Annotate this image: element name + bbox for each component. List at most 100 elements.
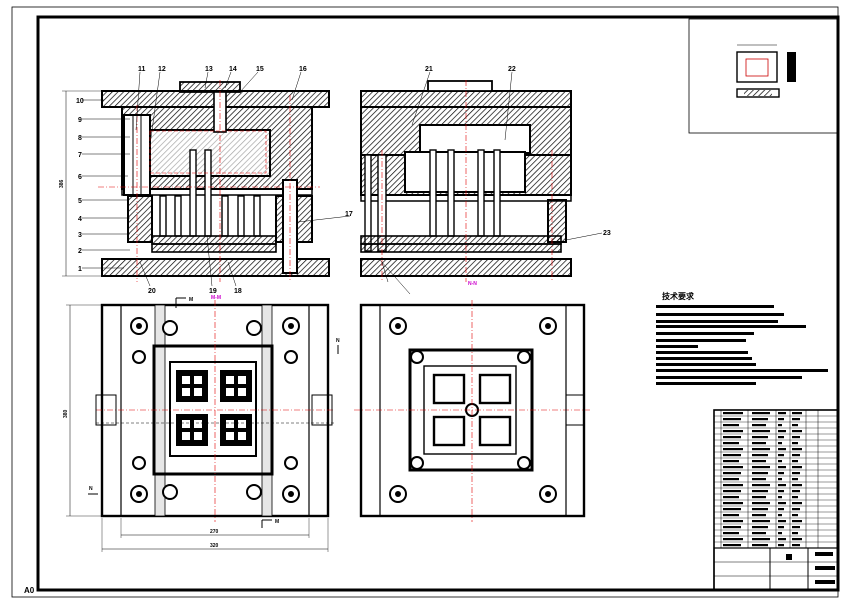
parts-list-cell-text xyxy=(792,442,798,445)
parts-list-cell-text xyxy=(723,454,741,457)
parts-list-cell-text xyxy=(752,424,766,427)
parts-list-cell-text xyxy=(792,526,800,529)
parts-list-cell-text xyxy=(792,460,798,463)
parts-list-cell-text xyxy=(792,454,800,457)
parts-list-cell-text xyxy=(778,496,782,499)
parts-list-cell-text xyxy=(723,544,741,547)
part-number: 10 xyxy=(76,98,84,105)
parts-list-cell-text xyxy=(778,442,782,445)
part-number: 5 xyxy=(78,198,82,205)
parts-list-cell-text xyxy=(752,484,770,487)
plan-outer-width-dim: 320 xyxy=(210,543,219,549)
parts-list-cell-text xyxy=(752,448,770,451)
plan-view-labels: 380 270 320 M M N N xyxy=(63,297,340,549)
parts-list-cell-text xyxy=(752,538,770,541)
parts-list-cell-text xyxy=(778,436,784,439)
part-number: 7 xyxy=(78,152,82,159)
parts-list-cell-text xyxy=(723,466,743,469)
part-number: 14 xyxy=(229,66,237,73)
parts-list-cell-text xyxy=(778,520,786,523)
parts-list-cell-text xyxy=(778,478,782,481)
parts-list-cell-text xyxy=(792,412,802,415)
part-number: 4 xyxy=(78,216,82,223)
sheet-inner-border xyxy=(36,15,840,592)
parts-list-cell-text xyxy=(723,472,741,475)
part-number: 15 xyxy=(256,66,264,73)
thumbnail-view xyxy=(688,18,838,134)
part-number: 9 xyxy=(78,117,82,124)
part-number: 6 xyxy=(78,174,82,181)
parts-list-cell-text xyxy=(778,502,786,505)
sheet-size-label: A0 xyxy=(24,586,35,595)
parts-list-cell-text xyxy=(752,496,766,499)
parts-list-cell-text xyxy=(723,448,743,451)
parts-list-cell-text xyxy=(792,496,798,499)
parts-list-cell-text xyxy=(778,514,782,517)
cut-label: N xyxy=(89,486,93,492)
parts-list-cell-text xyxy=(752,466,770,469)
parts-list-cell-text xyxy=(752,520,770,523)
parts-list-cell-text xyxy=(723,496,739,499)
parts-list-cell-text xyxy=(723,436,741,439)
section-label: N-N xyxy=(468,281,477,287)
parts-list-cell-text xyxy=(778,454,784,457)
plan-view-fixed-half xyxy=(354,300,590,522)
parts-list-cell-text xyxy=(723,412,743,415)
parts-list-cell-text xyxy=(752,544,768,547)
part-number: 17 xyxy=(345,211,353,218)
parts-list-cell-text xyxy=(792,514,798,517)
parts-list-cell-text xyxy=(778,418,784,421)
parts-list-cell-text xyxy=(778,508,784,511)
parts-list-cell-text xyxy=(792,490,800,493)
parts-list-cell-text xyxy=(778,484,786,487)
parts-list-cell-text xyxy=(752,454,768,457)
notes-title: 技术要求 xyxy=(662,291,695,301)
parts-list-cell-text xyxy=(752,460,766,463)
cut-label: N xyxy=(336,338,340,344)
part-number: 21 xyxy=(425,66,433,73)
parts-list-cell-text xyxy=(752,436,768,439)
part-number: 11 xyxy=(138,66,146,73)
part-number: 20 xyxy=(148,288,156,295)
part-number: 18 xyxy=(234,288,242,295)
parts-list-cell-text xyxy=(723,502,743,505)
parts-list-cell-text xyxy=(752,430,770,433)
parts-list-cell-text xyxy=(752,472,768,475)
part-number: 8 xyxy=(78,135,82,142)
parts-list-cell-text xyxy=(792,508,800,511)
parts-list-cell-text xyxy=(723,490,741,493)
parts-list-cell-text xyxy=(778,472,784,475)
parts-list-cell-text xyxy=(792,466,802,469)
cut-label: M xyxy=(275,519,279,525)
parts-list-cell-text xyxy=(723,442,739,445)
part-number: 2 xyxy=(78,248,82,255)
parts-list-cell-text xyxy=(723,424,739,427)
parts-list-cell-text xyxy=(778,424,782,427)
part-number: 12 xyxy=(158,66,166,73)
parts-list-cell-text xyxy=(778,526,784,529)
technical-notes: 技术要求 xyxy=(656,291,828,385)
parts-list-cell-text xyxy=(752,532,766,535)
plan-inner-width-dim: 270 xyxy=(210,529,219,535)
parts-list-cell-text xyxy=(723,526,741,529)
part-number: 19 xyxy=(209,288,217,295)
front-section-view: 386 xyxy=(59,71,351,287)
part-number: 22 xyxy=(508,66,516,73)
front-height-dim: 386 xyxy=(59,179,65,188)
part-number: 16 xyxy=(299,66,307,73)
parts-list-cell-text xyxy=(792,436,800,439)
parts-list-cell-text xyxy=(792,484,802,487)
parts-list-cell-text xyxy=(778,532,782,535)
parts-list-cell-text xyxy=(723,484,743,487)
parts-list-cell-text xyxy=(752,526,768,529)
parts-list-cell-text xyxy=(792,478,798,481)
part-number: 13 xyxy=(205,66,213,73)
parts-list-cell-text xyxy=(752,502,770,505)
parts-list-cell-text xyxy=(792,418,800,421)
parts-list-cell-text xyxy=(792,424,798,427)
cut-label: M xyxy=(189,297,193,303)
parts-list-cell-text xyxy=(792,430,802,433)
parts-list-cell-text xyxy=(792,502,802,505)
side-part-numbers: 21 22 23 N-N xyxy=(425,66,611,287)
